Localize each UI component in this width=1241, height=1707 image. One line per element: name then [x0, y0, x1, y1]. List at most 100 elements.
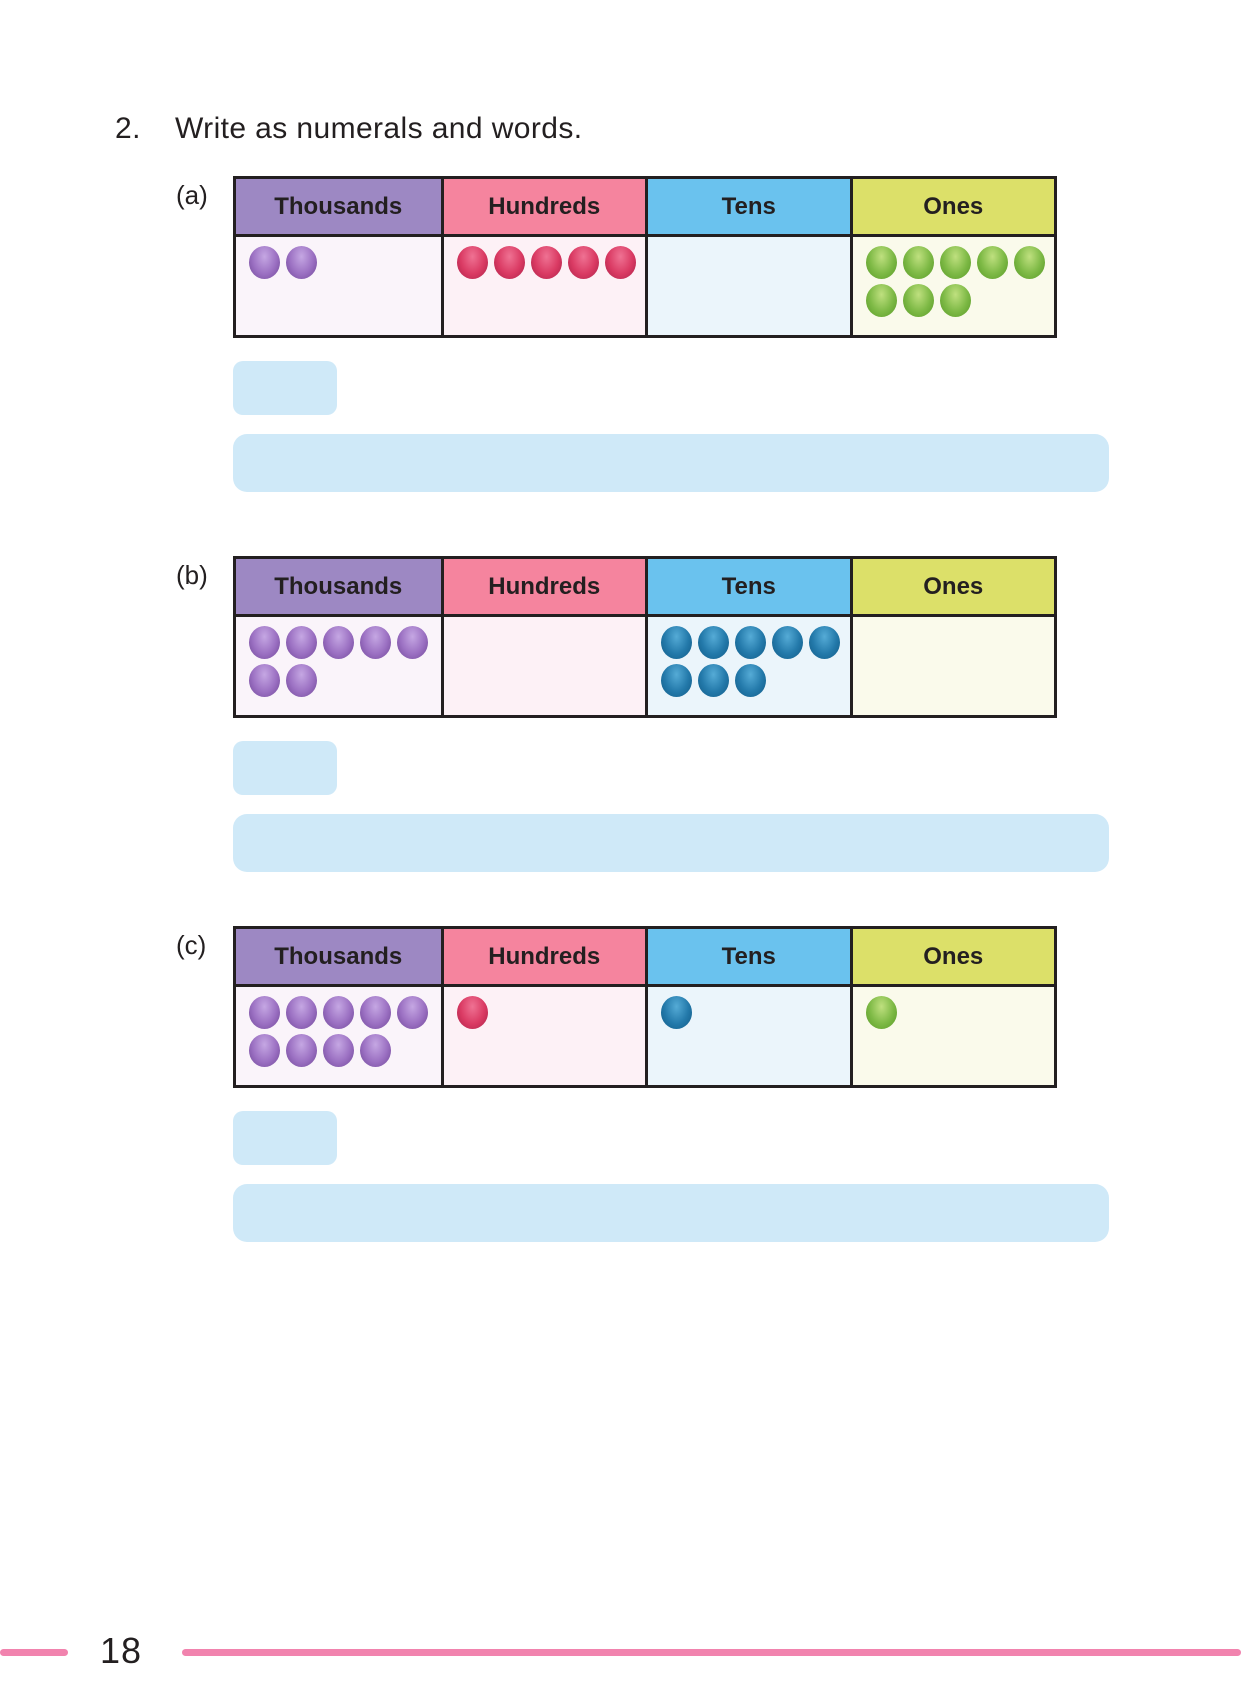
counter-row: [865, 246, 1055, 279]
purple-counter-bead-icon: [286, 626, 317, 659]
blue-counter-bead-icon: [809, 626, 840, 659]
purple-counter-bead-icon: [323, 996, 354, 1029]
counter-row: [456, 996, 646, 1029]
cell-hundreds: [440, 614, 645, 715]
cell-thousands: [236, 984, 441, 1085]
column-header-thousands: Thousands: [236, 179, 441, 234]
green-counter-bead-icon: [865, 246, 897, 279]
green-counter-bead-icon: [1013, 246, 1045, 279]
purple-counter-bead-icon: [323, 1034, 354, 1067]
purple-counter-bead-icon: [286, 996, 317, 1029]
cell-hundreds: [440, 234, 645, 335]
cell-tens: [645, 234, 850, 335]
purple-counter-bead-icon: [249, 1034, 280, 1067]
purple-counter-bead-icon: [286, 246, 317, 279]
cell-ones: [849, 614, 1054, 715]
page-footer: 18: [0, 1612, 1241, 1682]
green-counter-bead-icon: [865, 284, 897, 317]
footer-line-right: [182, 1649, 1241, 1656]
words-answer-box[interactable]: [233, 1184, 1109, 1242]
problem-label: (c): [176, 930, 207, 960]
purple-counter-bead-icon: [360, 1034, 391, 1067]
table-body-row: [236, 984, 1054, 1085]
blue-counter-bead-icon: [661, 626, 692, 659]
cell-thousands: [236, 234, 441, 335]
purple-counter-bead-icon: [397, 626, 428, 659]
column-header-hundreds: Hundreds: [440, 179, 645, 234]
blue-counter-bead-icon: [698, 664, 729, 697]
purple-counter-bead-icon: [286, 1034, 317, 1067]
red-counter-bead-icon: [456, 246, 488, 279]
counter-row: [865, 996, 1055, 1029]
purple-counter-bead-icon: [249, 664, 280, 697]
column-header-thousands: Thousands: [236, 559, 441, 614]
column-header-tens: Tens: [645, 929, 850, 984]
counter-row: [249, 1034, 441, 1067]
purple-counter-bead-icon: [249, 996, 280, 1029]
blue-counter-bead-icon: [661, 996, 692, 1029]
column-header-hundreds: Hundreds: [440, 929, 645, 984]
counter-row: [249, 246, 441, 279]
numeral-answer-box[interactable]: [233, 361, 337, 415]
red-counter-bead-icon: [530, 246, 562, 279]
red-counter-bead-icon: [493, 246, 525, 279]
problem-label: (b): [176, 560, 208, 590]
numeral-answer-box[interactable]: [233, 741, 337, 795]
table-body-row: [236, 614, 1054, 715]
problem-label: (a): [176, 180, 208, 210]
purple-counter-bead-icon: [323, 626, 354, 659]
green-counter-bead-icon: [939, 246, 971, 279]
column-header-ones: Ones: [849, 179, 1054, 234]
cell-tens: [645, 984, 850, 1085]
counter-row: [865, 284, 1055, 317]
counter-row: [661, 996, 850, 1029]
cell-hundreds: [440, 984, 646, 1085]
page-number: 18: [100, 1630, 143, 1671]
worksheet-page: { "question": { "number": "2.", "text": …: [0, 112, 1241, 1707]
column-header-ones: Ones: [849, 559, 1054, 614]
numeral-answer-box[interactable]: [233, 1111, 337, 1165]
cell-ones: [849, 234, 1055, 335]
column-header-thousands: Thousands: [236, 929, 441, 984]
cell-tens: [645, 614, 850, 715]
green-counter-bead-icon: [939, 284, 971, 317]
column-header-ones: Ones: [849, 929, 1054, 984]
blue-counter-bead-icon: [735, 626, 766, 659]
footer-line-left: [0, 1649, 68, 1656]
blue-counter-bead-icon: [698, 626, 729, 659]
green-counter-bead-icon: [865, 996, 897, 1029]
counter-row: [249, 664, 441, 697]
question-text: Write as numerals and words.: [175, 112, 583, 145]
blue-counter-bead-icon: [735, 664, 766, 697]
column-header-hundreds: Hundreds: [440, 559, 645, 614]
red-counter-bead-icon: [567, 246, 599, 279]
purple-counter-bead-icon: [249, 246, 280, 279]
words-answer-box[interactable]: [233, 814, 1109, 872]
red-counter-bead-icon: [456, 996, 488, 1029]
counter-row: [249, 626, 441, 659]
counter-row: [661, 626, 850, 659]
purple-counter-bead-icon: [286, 664, 317, 697]
green-counter-bead-icon: [976, 246, 1008, 279]
cell-thousands: [236, 614, 441, 715]
words-answer-box[interactable]: [233, 434, 1109, 492]
blue-counter-bead-icon: [772, 626, 803, 659]
question-header: 2. Write as numerals and words.: [115, 112, 1241, 146]
counter-row: [249, 996, 441, 1029]
red-counter-bead-icon: [604, 246, 636, 279]
purple-counter-bead-icon: [249, 626, 280, 659]
counter-row: [661, 664, 850, 697]
purple-counter-bead-icon: [360, 996, 391, 1029]
green-counter-bead-icon: [902, 246, 934, 279]
purple-counter-bead-icon: [397, 996, 428, 1029]
green-counter-bead-icon: [902, 284, 934, 317]
table-body-row: [236, 234, 1054, 335]
